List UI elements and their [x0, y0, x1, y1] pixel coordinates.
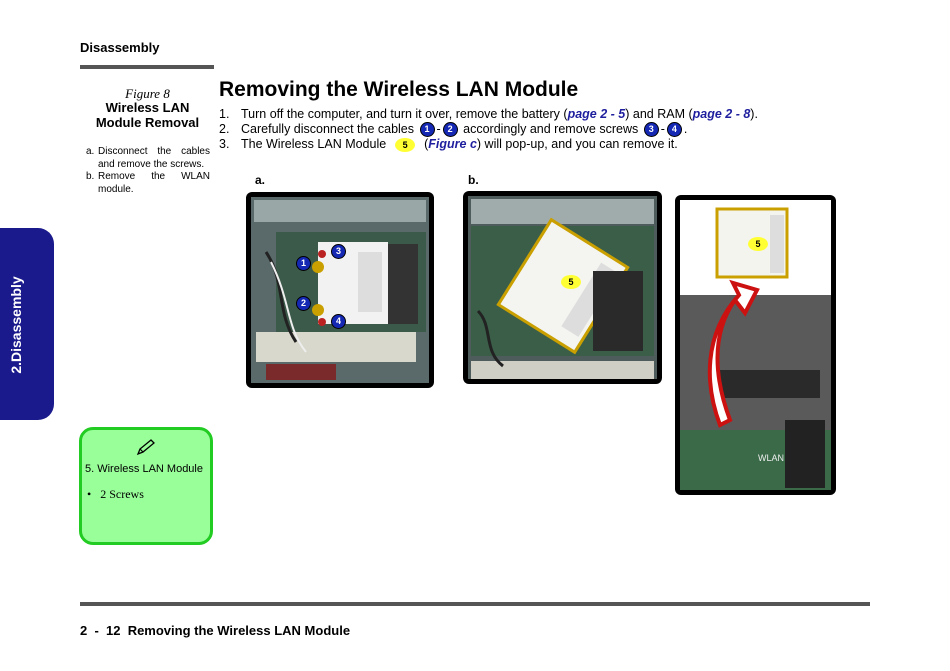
figure-note-text: Disconnect the cables and remove the scr…: [98, 146, 210, 170]
callout-badge-3: 3: [643, 122, 659, 137]
figure-note-text: Remove the WLAN module.: [98, 171, 210, 195]
step-text: Turn off the computer, and turn it over,…: [241, 107, 568, 121]
callout-badge-4: 4: [331, 314, 346, 329]
note-item-title: 5. Wireless LAN Module: [85, 463, 203, 475]
section-header: Disassembly: [80, 40, 160, 55]
callout-badge-2: 2: [442, 122, 458, 137]
figure-note-a: a. Disconnect the cables and remove the …: [86, 146, 210, 171]
page-footer: 2 - 12 Removing the Wireless LAN Module: [80, 623, 351, 638]
step-dash: -: [660, 122, 665, 136]
figure-title-line-2: Module Removal: [95, 115, 200, 130]
page-link-ram[interactable]: page 2 - 8: [692, 107, 751, 121]
figure-number: Figure 8: [125, 86, 170, 101]
step-text: Carefully disconnect the cables: [241, 122, 415, 136]
board-silkscreen-text: WLAN: [758, 453, 785, 463]
figure-note-b: b. Remove the WLAN module.: [86, 171, 210, 196]
figure-note-label: a.: [86, 146, 95, 157]
figure-note-label: b.: [86, 171, 95, 182]
photo-a-illustration: [251, 197, 429, 383]
callout-badge-5: 5: [748, 237, 768, 251]
photo-b-label: b.: [468, 173, 479, 187]
step-text: .: [683, 122, 688, 136]
callout-badge-1: 1: [296, 256, 311, 271]
step-text: accordingly and remove screws: [463, 122, 639, 136]
step-text: ).: [750, 107, 758, 121]
step-number: 2.: [219, 122, 230, 136]
photo-b-illustration: [468, 196, 657, 379]
step-3: 3. The Wireless LAN Module 5 ( Figure c …: [219, 137, 758, 152]
note-item-detail: • 2 Screws: [87, 487, 144, 502]
figure-notes: a. Disconnect the cables and remove the …: [86, 146, 210, 196]
photo-b: 5: [463, 191, 662, 384]
callout-badge-1: 1: [419, 122, 435, 137]
callout-badge-4: 4: [666, 122, 682, 137]
step-text: The Wireless LAN Module: [241, 137, 387, 151]
callout-badge-5: 5: [561, 275, 581, 289]
callout-badge-2: 2: [296, 296, 311, 311]
step-text: ) will pop-up, and you can remove it.: [476, 137, 678, 151]
note-item-detail-text: 2 Screws: [100, 487, 144, 501]
note-box: [79, 427, 213, 545]
step-number: 3.: [219, 137, 230, 151]
step-text: ) and RAM (: [625, 107, 693, 121]
chapter-side-tab-label: 2.Disassembly: [8, 276, 24, 374]
bullet: •: [87, 487, 92, 501]
bottom-divider: [80, 602, 870, 606]
photo-a-label: a.: [255, 173, 266, 187]
step-number: 1.: [219, 107, 230, 121]
page-title: Removing the Wireless LAN Module: [219, 78, 579, 101]
step-dash: -: [436, 122, 441, 136]
page-link-battery[interactable]: page 2 - 5: [567, 107, 626, 121]
instruction-steps: 1. Turn off the computer, and turn it ov…: [219, 107, 758, 152]
callout-badge-5: 5: [395, 137, 416, 152]
step-1: 1. Turn off the computer, and turn it ov…: [219, 107, 758, 122]
photo-a: 1 2 3 4: [246, 192, 434, 388]
photo-c: 5 WLAN: [675, 195, 836, 495]
figure-link-c[interactable]: Figure c: [428, 137, 477, 151]
figure-title-line-1: Wireless LAN: [105, 100, 190, 115]
step-text: (: [424, 137, 429, 151]
top-divider: [80, 65, 214, 69]
chapter-side-tab: [0, 228, 54, 420]
figure-title: Wireless LAN Module Removal: [85, 100, 210, 130]
step-2: 2. Carefully disconnect the cables 1 - 2…: [219, 122, 758, 137]
callout-badge-3: 3: [331, 244, 346, 259]
pencil-icon: [136, 438, 156, 461]
